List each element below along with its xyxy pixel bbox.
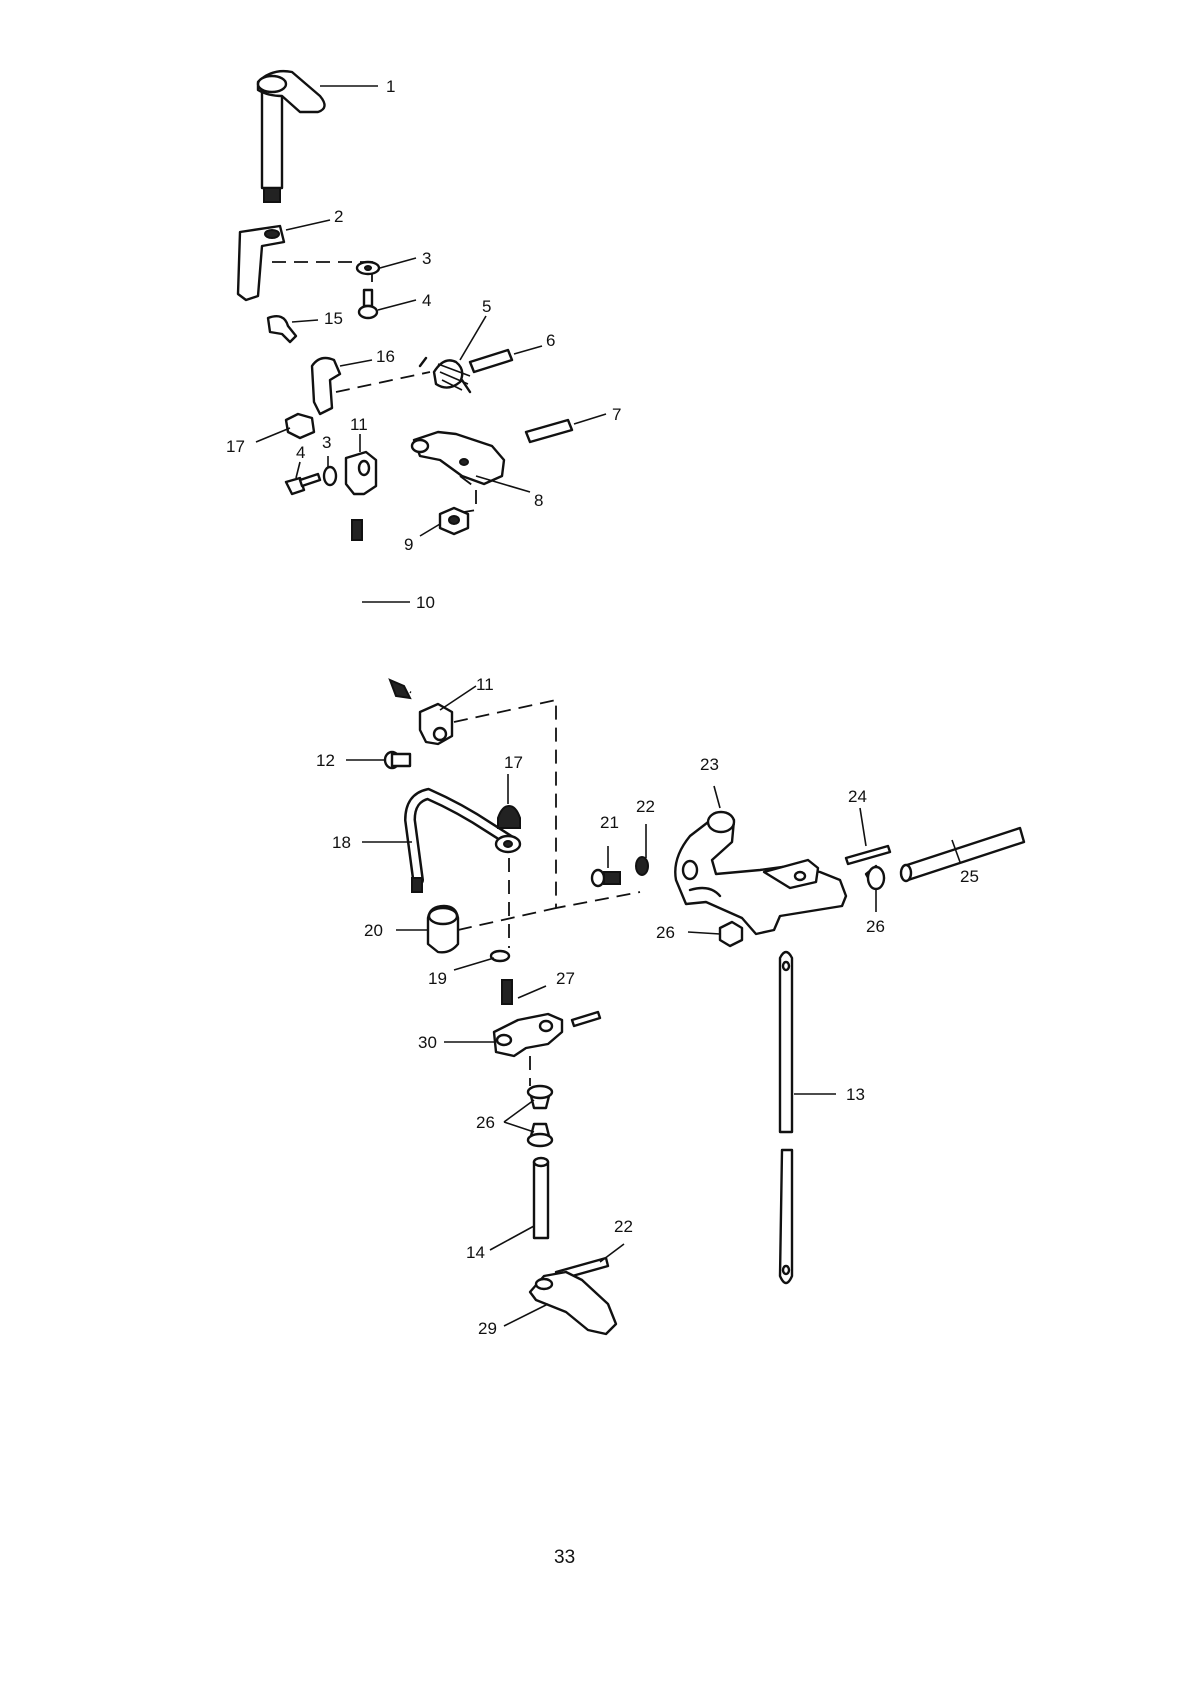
part-2-lever <box>236 224 286 302</box>
part-21-screw <box>590 868 621 888</box>
callout-30: 30 <box>418 1033 437 1052</box>
part-17-nut-lower <box>497 804 521 829</box>
callout-2: 2 <box>334 207 343 226</box>
part-17-nut-top <box>284 412 316 440</box>
part-16-bracket <box>310 356 342 416</box>
callout-26: 26 <box>866 917 885 936</box>
callout-22: 22 <box>614 1217 633 1236</box>
callout-21: 21 <box>600 813 619 832</box>
page-number: 33 <box>554 1547 575 1568</box>
callout-9: 9 <box>404 535 413 554</box>
part-3-washer-mid <box>322 465 338 487</box>
part-26-bushing-right <box>864 864 886 891</box>
part-4-screw-mid <box>284 472 322 496</box>
callout-8: 8 <box>534 491 543 510</box>
part-18-link-rod <box>403 787 522 893</box>
part-12-screw <box>383 750 412 770</box>
part-9-nut <box>438 506 470 536</box>
part-5-spring <box>418 356 472 394</box>
part-30-lever <box>492 1010 602 1058</box>
part-8-lever <box>410 430 506 486</box>
part-10-rod <box>351 519 412 700</box>
callout-11: 11 <box>476 675 494 694</box>
callout-24: 24 <box>848 787 867 806</box>
part-29-lever <box>528 1270 618 1336</box>
part-4-screw-top <box>357 288 379 320</box>
callout-3: 3 <box>422 249 431 268</box>
callout-26: 26 <box>656 923 675 942</box>
callout-23: 23 <box>700 755 719 774</box>
leader-lines <box>255 85 961 1327</box>
part-27-stud <box>501 979 513 1005</box>
part-6-stud <box>468 348 514 374</box>
part-24-pin <box>844 844 892 866</box>
callout-26: 26 <box>476 1113 495 1132</box>
part-20-bushing <box>426 904 460 954</box>
callout-18: 18 <box>332 833 351 852</box>
callout-5: 5 <box>482 297 491 316</box>
callout-20: 20 <box>364 921 383 940</box>
callout-13: 13 <box>846 1085 865 1104</box>
part-26-bushing-upper <box>526 1084 554 1110</box>
part-1-shift-shaft <box>256 69 326 203</box>
callout-19: 19 <box>428 969 447 988</box>
callout-4: 4 <box>422 291 431 310</box>
callout-7: 7 <box>612 405 621 424</box>
callout-labels: 1 2 3 4 15 5 6 16 17 11 4 3 7 8 9 10 11 … <box>226 77 979 1338</box>
part-19-washer <box>489 949 511 963</box>
part-22-washer-upper <box>635 856 649 876</box>
callout-12: 12 <box>316 751 335 770</box>
callout-25: 25 <box>960 867 979 886</box>
callout-15: 15 <box>324 309 343 328</box>
callout-10: 10 <box>416 593 435 612</box>
part-7-stud <box>524 418 574 444</box>
callout-4: 4 <box>296 443 305 462</box>
callout-22: 22 <box>636 797 655 816</box>
part-25-shaft <box>899 826 1026 883</box>
callout-27: 27 <box>556 969 575 988</box>
callout-3: 3 <box>322 433 331 452</box>
callout-29: 29 <box>478 1319 497 1338</box>
part-14-pin <box>532 1156 550 1240</box>
part-26-bushing-lower <box>526 1122 554 1148</box>
part-11-clevis-lower <box>418 702 454 746</box>
callout-6: 6 <box>546 331 555 350</box>
part-13-rod <box>778 950 794 1285</box>
callout-11: 11 <box>350 415 368 434</box>
part-26-bushing-left <box>718 920 744 948</box>
callout-17: 17 <box>504 753 523 772</box>
part-23-bellcrank <box>674 810 848 936</box>
callout-17: 17 <box>226 437 245 456</box>
part-11-clevis-upper <box>344 450 378 496</box>
callout-1: 1 <box>386 77 395 96</box>
part-3-washer-top <box>355 260 381 276</box>
callout-14: 14 <box>466 1243 485 1262</box>
callout-16: 16 <box>376 347 395 366</box>
part-15-clip <box>266 315 298 344</box>
